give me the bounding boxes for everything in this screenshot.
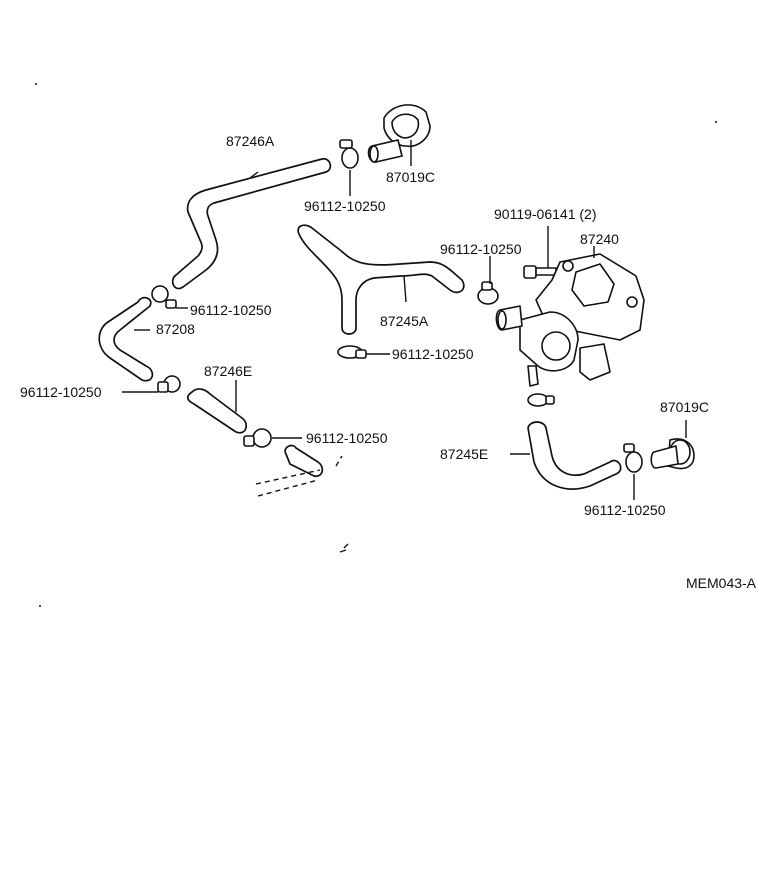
clamp-icon	[527, 393, 555, 407]
hose-87245e	[527, 421, 622, 490]
hose-87246e	[186, 388, 248, 434]
clamp-icon	[623, 443, 643, 473]
bolt-icon	[523, 265, 557, 279]
clamp-icon	[243, 428, 272, 448]
label-96112-left-b: 96112-10250	[20, 384, 102, 400]
diagram-id: MEM043-A	[686, 575, 757, 591]
label-87240: 87240	[580, 231, 619, 247]
clamp-icon	[477, 281, 499, 305]
hose-87246a	[171, 158, 332, 290]
label-87246e: 87246E	[204, 363, 252, 379]
label-96112-left-a: 96112-10250	[190, 302, 272, 318]
label-87019c-right: 87019C	[660, 399, 709, 415]
label-87245e: 87245E	[440, 446, 488, 462]
label-90119: 90119-06141 (2)	[494, 206, 596, 222]
grommet-87019c-top	[367, 104, 431, 163]
hose-stub	[284, 444, 324, 478]
hose-87245a	[297, 224, 465, 335]
label-96112-valve: 96112-10250	[440, 241, 522, 257]
label-96112-right: 96112-10250	[584, 502, 666, 518]
clamp-icon	[337, 345, 367, 359]
label-96112-lower: 96112-10250	[306, 430, 388, 446]
hose-87208	[98, 296, 154, 382]
label-87208: 87208	[156, 321, 195, 337]
label-96112-mid: 96112-10250	[392, 346, 474, 362]
label-87019c-top: 87019C	[386, 169, 435, 185]
water-valve	[495, 305, 611, 387]
clamp-icon	[339, 139, 359, 169]
label-87245a: 87245A	[380, 313, 429, 329]
grommet-87019c-right	[650, 438, 695, 470]
label-87246a: 87246A	[226, 133, 275, 149]
label-96112-top: 96112-10250	[304, 198, 386, 214]
clamp-icon	[157, 375, 181, 393]
clamp-icon	[151, 285, 177, 309]
